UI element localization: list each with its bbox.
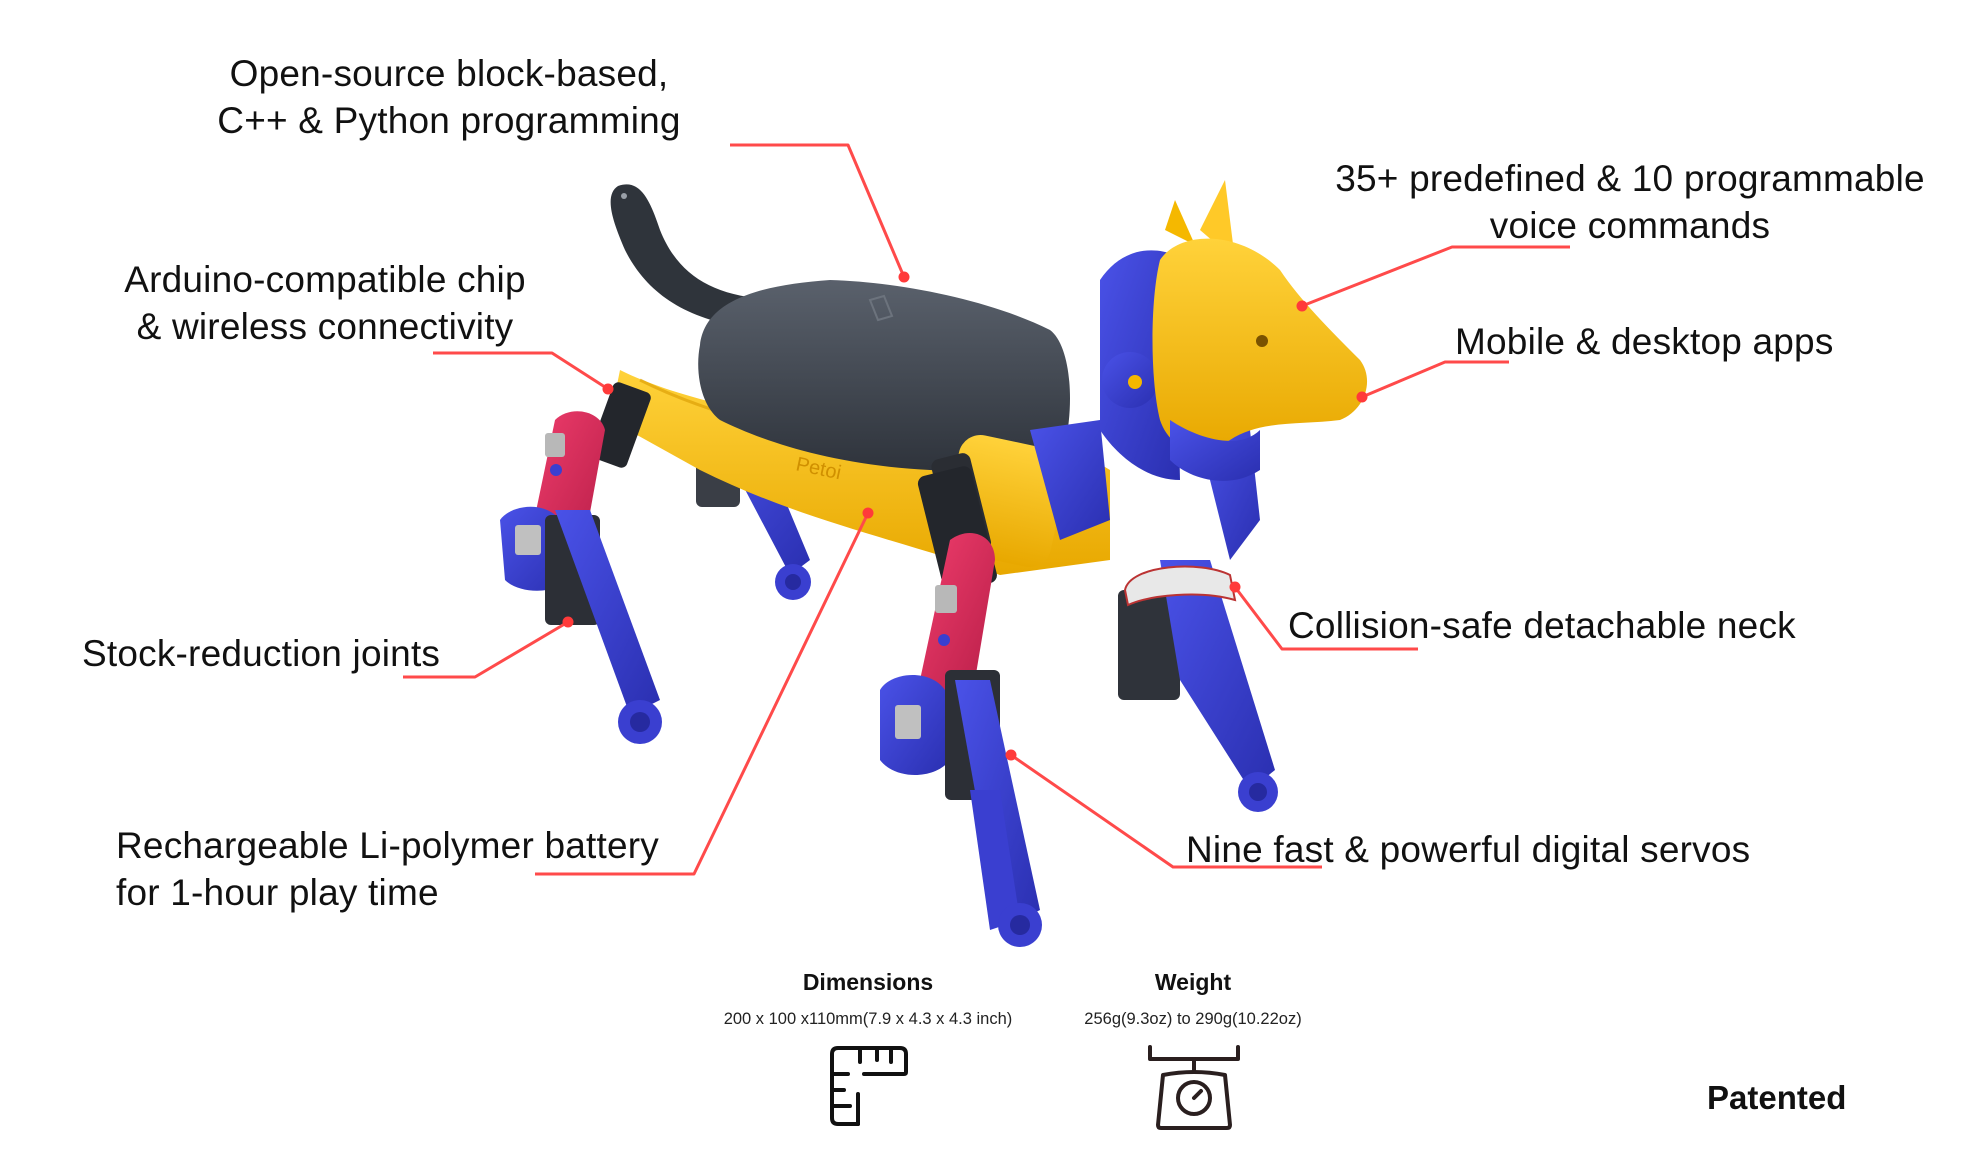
leader-joints: [403, 620, 569, 679]
back-left-leg: [500, 382, 662, 744]
callout-servos: Nine fast & powerful digital servos: [1186, 826, 1750, 873]
ruler-icon: [830, 1046, 908, 1126]
callout-neck: Collision-safe detachable neck: [1288, 602, 1796, 649]
callout-chip-line2: & wireless connectivity: [136, 306, 514, 347]
leader-programming: [730, 143, 906, 278]
scale-icon: [1148, 1045, 1240, 1130]
callout-voice: 35+ predefined & 10 programmable voice c…: [1310, 155, 1950, 249]
callout-chip-line1: Arduino-compatible chip: [124, 259, 526, 300]
callout-voice-line1: 35+ predefined & 10 programmable: [1335, 158, 1925, 199]
leader-battery: [535, 512, 870, 876]
front-left-leg: [880, 466, 1042, 947]
spec-weight-value: 256g(9.3oz) to 290g(10.22oz): [1084, 1010, 1302, 1028]
leader-apps: [1361, 360, 1509, 399]
leader-voice: [1301, 245, 1570, 308]
callout-apps-line1: Mobile & desktop apps: [1455, 321, 1834, 362]
spec-dimensions-label: Dimensions: [802, 969, 934, 995]
callout-joints-line1: Stock-reduction joints: [82, 633, 441, 674]
front-right-leg: [1118, 430, 1278, 812]
callout-programming-line2: C++ & Python programming: [217, 100, 681, 141]
battery-pack: [698, 280, 1070, 472]
callout-programming: Open-source block-based, C++ & Python pr…: [203, 50, 695, 144]
leader-neck: [1233, 586, 1418, 651]
leader-chip: [433, 351, 609, 391]
callout-neck-line1: Collision-safe detachable neck: [1288, 605, 1796, 646]
callout-voice-line2: voice commands: [1489, 205, 1771, 246]
spec-dimensions-value: 200 x 100 x110mm(7.9 x 4.3 x 4.3 inch): [723, 1010, 1013, 1028]
callout-joints: Stock-reduction joints: [82, 630, 440, 677]
callout-servos-line1: Nine fast & powerful digital servos: [1186, 829, 1751, 870]
head: [1100, 180, 1368, 481]
tail: [610, 184, 790, 330]
leader-dots: [562, 271, 1368, 761]
callout-battery-line2: for 1-hour play time: [116, 872, 439, 913]
leader-servos: [1010, 753, 1322, 869]
callout-battery: Rechargeable Li-polymer battery for 1-ho…: [116, 822, 659, 916]
callout-battery-line1: Rechargeable Li-polymer battery: [116, 825, 659, 866]
spec-dimensions: Dimensions 200 x 100 x110mm(7.9 x 4.3 x …: [668, 968, 1068, 1030]
spec-weight: Weight 256g(9.3oz) to 290g(10.22oz): [1013, 968, 1373, 1030]
callout-chip: Arduino-compatible chip & wireless conne…: [105, 256, 545, 350]
patented-badge: Patented: [1707, 1079, 1847, 1116]
callout-apps: Mobile & desktop apps: [1455, 318, 1834, 365]
spec-weight-label: Weight: [1154, 969, 1232, 995]
callout-programming-line1: Open-source block-based,: [229, 53, 669, 94]
leader-lines: [403, 143, 1570, 876]
